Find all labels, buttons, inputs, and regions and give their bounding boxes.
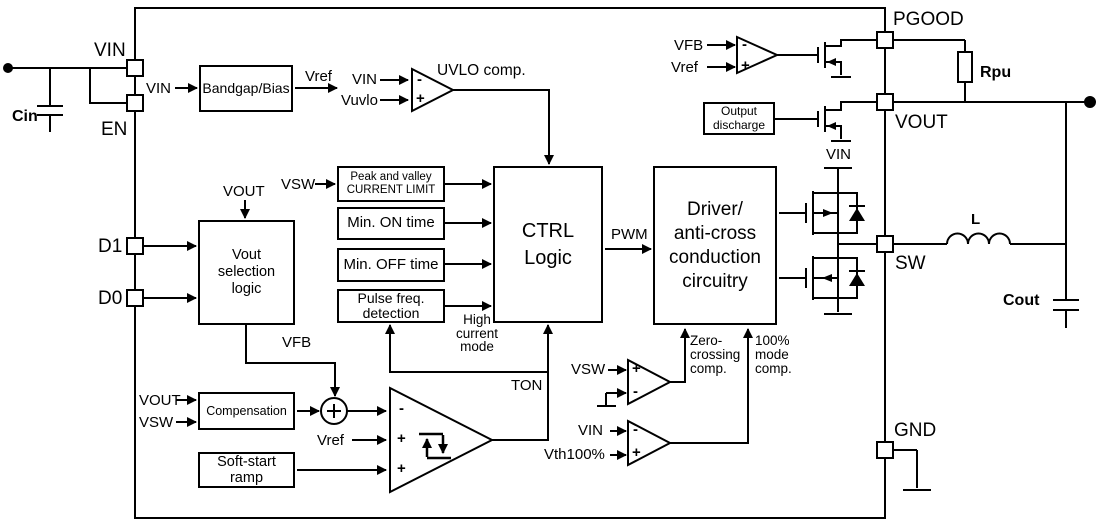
mode100-plus-sign: + [632, 444, 641, 461]
signal-vout-to-compensation: VOUT [139, 392, 181, 409]
signal-vin-to-uvlo: VIN [352, 71, 378, 88]
signal-vuvlo: Vuvlo [341, 92, 378, 109]
pgood-comp-minus-sign: - [742, 36, 747, 53]
signal-vsw-to-compensation: VSW [139, 414, 174, 431]
pin-label-d1: D1 [98, 236, 123, 257]
pin-label-gnd: GND [894, 420, 937, 441]
pin-pgood [876, 31, 894, 49]
zero-crossing-minus-sign: - [633, 383, 638, 400]
min-on-time-block: Min. ON time [337, 207, 445, 240]
ctrl-logic-block: CTRL Logic [493, 166, 603, 323]
cin-label: Cin [12, 108, 38, 125]
cout-label: Cout [1003, 292, 1040, 309]
zero-crossing-plus-sign: + [632, 360, 641, 377]
signal-vref-to-pgood-comp: Vref [671, 59, 698, 76]
pgood-pulldown-mosfet [817, 39, 877, 78]
signal-vfb-to-pgood-comp: VFB [674, 37, 704, 54]
output-discharge-block: Output discharge [703, 102, 775, 135]
input-network [3, 63, 127, 132]
signal-vout-to-selection: VOUT [223, 183, 265, 200]
pin-d1 [126, 237, 144, 255]
mode100-comparator-symbol [610, 328, 753, 467]
pin-vout [876, 93, 894, 111]
zero-crossing-comp-label: Zero- crossing comp. [690, 333, 741, 376]
inductor-symbol [946, 232, 1066, 245]
ic-boundary [134, 7, 886, 519]
compensation-block: Compensation [198, 392, 295, 430]
output-capacitor-symbol [1053, 102, 1079, 328]
error-comp-plus2-sign: + [397, 460, 406, 477]
signal-vref-to-error-comp: Vref [317, 432, 344, 449]
pin-vin [126, 59, 144, 77]
ton-path [385, 324, 553, 441]
block-arrows [315, 179, 492, 311]
signal-vref-from-bandgap: Vref [305, 68, 332, 85]
mode100-minus-sign: - [633, 421, 638, 438]
pin-label-vin: VIN [94, 40, 126, 61]
signal-vin-rail: VIN [826, 146, 852, 163]
signal-vfb: VFB [282, 334, 312, 351]
hysteresis-icon [419, 432, 451, 460]
uvlo-minus-sign: - [417, 71, 422, 88]
body-diode [849, 273, 865, 286]
compensation-wires [176, 395, 320, 427]
vout-selection-wires [143, 200, 340, 397]
pin-label-en: EN [101, 119, 128, 140]
input-capacitor-symbol [37, 68, 63, 132]
summing-node [320, 397, 348, 425]
pin-d0 [126, 289, 144, 307]
vin-rail-symbol [824, 167, 852, 193]
uvlo-comp-label: UVLO comp. [437, 62, 526, 79]
vout-selection-logic-block: Vout selection logic [198, 220, 295, 325]
high-current-mode-label: High current mode [455, 312, 499, 354]
error-comp-minus-sign: - [399, 400, 404, 417]
pulse-freq-detection-block: Pulse freq. detection [337, 289, 445, 323]
signal-vth100: Vth100% [544, 446, 605, 463]
signal-vsw-to-zero-crossing: VSW [571, 361, 606, 378]
discharge-mosfet [817, 101, 877, 142]
soft-start-ramp-block: Soft-start ramp [198, 452, 295, 488]
signal-pwm: PWM [611, 226, 648, 243]
sw-node-wires [837, 233, 947, 258]
mode100-comp-label: 100% mode comp. [755, 333, 792, 376]
pgood-comparator-symbol [707, 35, 818, 75]
signal-vin-to-mode100: VIN [578, 422, 604, 439]
body-diode [849, 208, 865, 221]
uvlo-plus-sign: + [416, 90, 425, 107]
error-comp-plus1-sign: + [397, 430, 406, 447]
current-limit-block: Peak and valley CURRENT LIMIT [337, 166, 445, 202]
pin-squares [126, 31, 894, 459]
pin-sw [876, 235, 894, 253]
uvlo-comparator-symbol [380, 67, 554, 165]
zero-crossing-comparator-symbol [597, 328, 690, 407]
pin-gnd [876, 441, 894, 459]
driver-block: Driver/ anti-cross conduction circuitry [653, 166, 777, 325]
bandgap-bias-block: Bandgap/Bias [199, 65, 293, 112]
low-side-mosfet [779, 256, 865, 315]
pin-label-sw: SW [895, 253, 926, 274]
signal-vin-to-bandgap: VIN [146, 80, 172, 97]
pgood-comp-plus-sign: + [741, 57, 750, 74]
min-off-time-block: Min. OFF time [337, 248, 445, 282]
pin-en [126, 94, 144, 112]
signal-ton: TON [511, 377, 543, 394]
rpu-label: Rpu [980, 64, 1012, 81]
high-side-mosfet [779, 191, 865, 235]
error-comparator-symbol [389, 386, 495, 494]
output-node-dot [1084, 96, 1096, 108]
pullup-resistor-symbol [893, 39, 973, 102]
gnd-symbol [893, 449, 931, 491]
pin-label-vout: VOUT [895, 112, 948, 133]
pin-label-pgood: PGOOD [893, 9, 964, 30]
enable-wire [89, 68, 127, 104]
feedback-path [245, 325, 340, 397]
pin-label-d0: D0 [98, 288, 123, 309]
vout-rail [893, 96, 1096, 108]
signal-vsw-to-current-limit: VSW [281, 176, 316, 193]
inductor-label: L [971, 211, 981, 228]
